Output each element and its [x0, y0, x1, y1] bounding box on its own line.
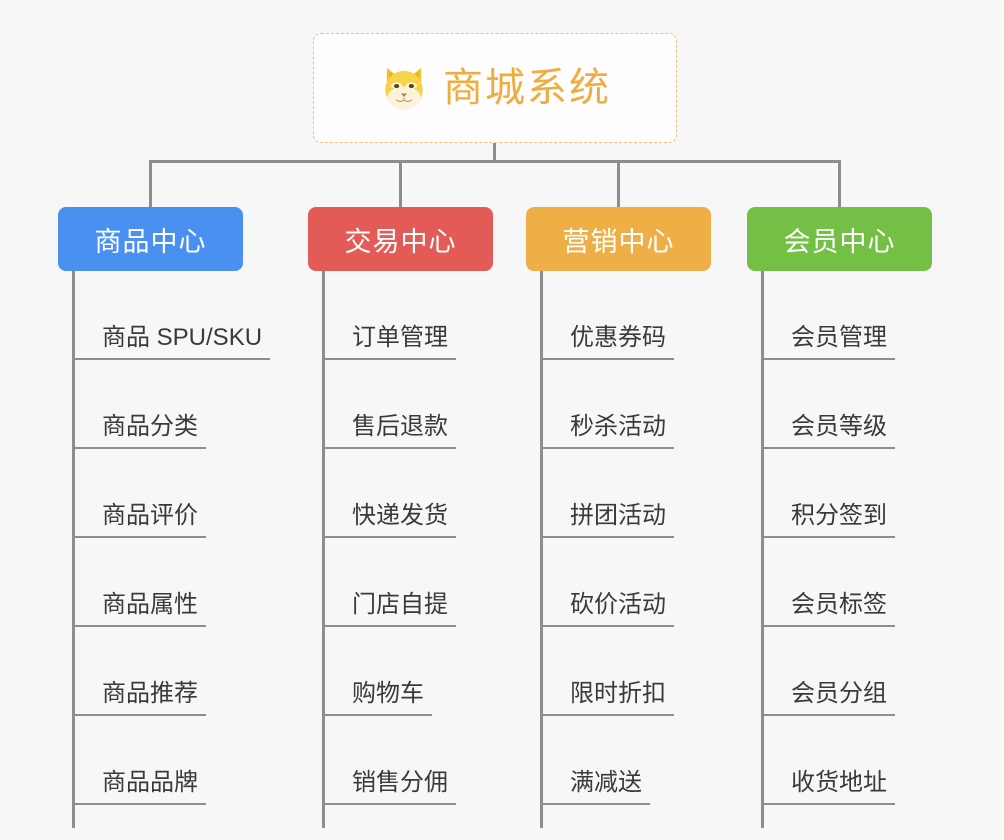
- leaf-label: 商品 SPU/SKU: [72, 323, 271, 360]
- leaf-label: 收货地址: [761, 768, 895, 805]
- leaf-label: 会员等级: [761, 412, 895, 449]
- column-spine-1: [72, 271, 75, 828]
- list-item[interactable]: 购物车: [322, 627, 432, 716]
- column-spine-3: [540, 271, 543, 828]
- leaf-label: 订单管理: [322, 323, 456, 360]
- list-item[interactable]: 售后退款: [322, 360, 456, 449]
- root-node[interactable]: 商城系统: [313, 33, 677, 143]
- list-item[interactable]: 会员分组: [761, 627, 895, 716]
- list-item[interactable]: 商品属性: [72, 538, 206, 627]
- connector-drop-3: [617, 160, 620, 207]
- connector-horizontal-bus: [149, 160, 841, 163]
- leaf-label: 商品分类: [72, 412, 206, 449]
- leaf-label: 商品评价: [72, 501, 206, 538]
- leaf-label: 商品品牌: [72, 768, 206, 805]
- list-item[interactable]: 优惠券码: [540, 271, 674, 360]
- leaf-label: 会员管理: [761, 323, 895, 360]
- leaf-label: 秒杀活动: [540, 412, 674, 449]
- leaf-label: 商品推荐: [72, 679, 206, 716]
- list-item[interactable]: 商品分类: [72, 360, 206, 449]
- leaf-label: 限时折扣: [540, 679, 674, 716]
- connector-drop-4: [838, 160, 841, 207]
- category-label-3: 营销中心: [562, 226, 675, 257]
- list-item[interactable]: 满减送: [540, 716, 650, 805]
- category-box-2[interactable]: 交易中心: [308, 207, 493, 271]
- leaf-label: 购物车: [322, 679, 432, 716]
- category-box-4[interactable]: 会员中心: [747, 207, 932, 271]
- list-item[interactable]: 商品评价: [72, 449, 206, 538]
- list-item[interactable]: 会员等级: [761, 360, 895, 449]
- column-spine-2: [322, 271, 325, 828]
- shiba-dog-icon: [385, 67, 423, 110]
- leaf-label: 拼团活动: [540, 501, 674, 538]
- list-item[interactable]: 收货地址: [761, 716, 895, 805]
- leaf-label: 积分签到: [761, 501, 895, 538]
- list-item[interactable]: 限时折扣: [540, 627, 674, 716]
- leaf-label: 门店自提: [322, 590, 456, 627]
- category-label-1: 商品中心: [94, 226, 207, 257]
- leaf-label: 销售分佣: [322, 768, 456, 805]
- category-label-4: 会员中心: [783, 226, 896, 257]
- leaf-label: 商品属性: [72, 590, 206, 627]
- leaf-label: 砍价活动: [540, 590, 674, 627]
- leaf-label: 优惠券码: [540, 323, 674, 360]
- list-item[interactable]: 会员标签: [761, 538, 895, 627]
- list-item[interactable]: 商品品牌: [72, 716, 206, 805]
- connector-drop-1: [149, 160, 152, 207]
- list-item[interactable]: 销售分佣: [322, 716, 456, 805]
- leaf-label: 快递发货: [322, 501, 456, 538]
- column-spine-4: [761, 271, 764, 828]
- leaf-label: 会员标签: [761, 590, 895, 627]
- list-item[interactable]: 拼团活动: [540, 449, 674, 538]
- category-box-3[interactable]: 营销中心: [526, 207, 711, 271]
- root-label: 商城系统: [443, 66, 611, 110]
- leaf-label: 售后退款: [322, 412, 456, 449]
- list-item[interactable]: 门店自提: [322, 538, 456, 627]
- list-item[interactable]: 快递发货: [322, 449, 456, 538]
- connector-drop-2: [399, 160, 402, 207]
- list-item[interactable]: 订单管理: [322, 271, 456, 360]
- leaf-label: 会员分组: [761, 679, 895, 716]
- leaf-label: 满减送: [540, 768, 650, 805]
- list-item[interactable]: 秒杀活动: [540, 360, 674, 449]
- list-item[interactable]: 积分签到: [761, 449, 895, 538]
- list-item[interactable]: 砍价活动: [540, 538, 674, 627]
- list-item[interactable]: 会员管理: [761, 271, 895, 360]
- list-item[interactable]: 商品 SPU/SKU: [72, 271, 271, 360]
- connector-root-stem: [493, 143, 496, 163]
- list-item[interactable]: 商品推荐: [72, 627, 206, 716]
- category-box-1[interactable]: 商品中心: [58, 207, 243, 271]
- category-label-2: 交易中心: [344, 226, 457, 257]
